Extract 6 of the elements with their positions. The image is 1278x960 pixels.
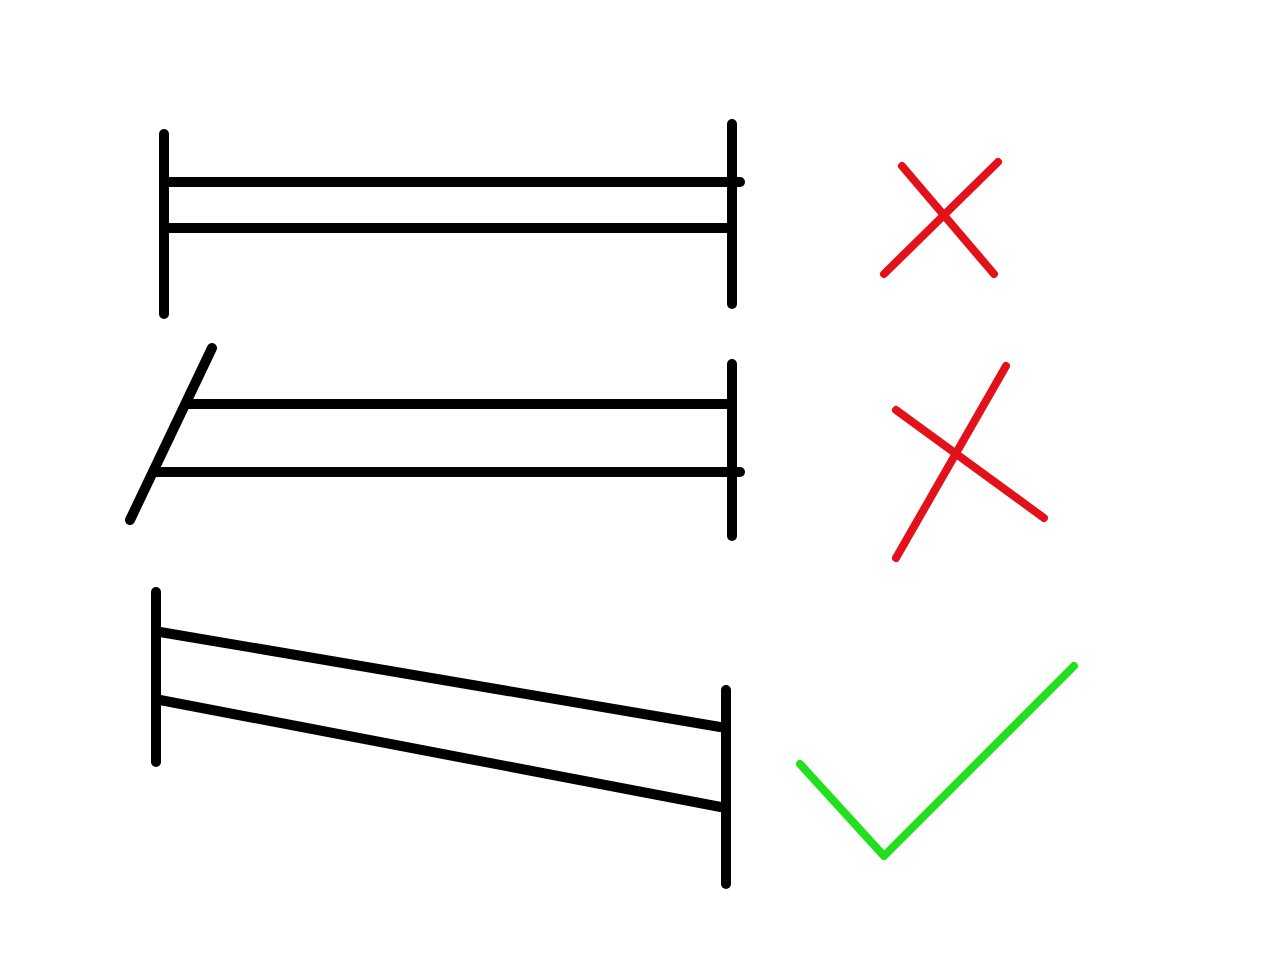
cross-icon xyxy=(878,156,1000,280)
parallel-lines-drawing xyxy=(150,586,732,890)
cross-icon xyxy=(890,360,1050,564)
parallel-lines-drawing xyxy=(158,118,746,320)
check-icon xyxy=(794,660,1080,862)
parallel-lines-drawing xyxy=(124,342,746,542)
